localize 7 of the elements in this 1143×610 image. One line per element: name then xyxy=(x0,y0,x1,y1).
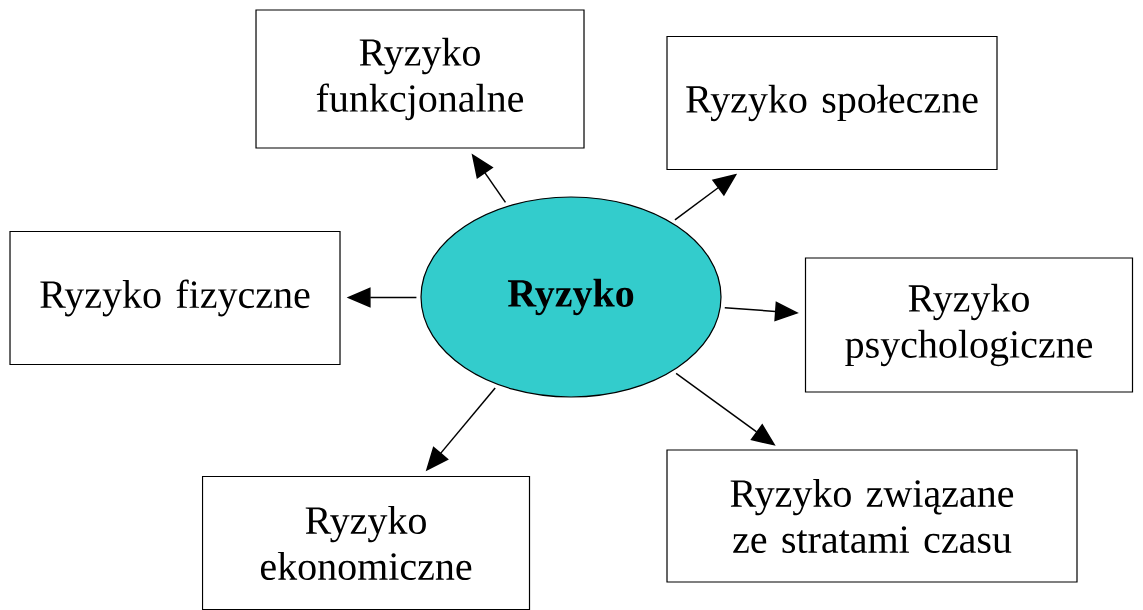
risk-box: Ryzyko ekonomiczne xyxy=(201,475,531,610)
risk-box: Ryzyko psychologiczne xyxy=(804,257,1134,393)
risk-box: Ryzyko fizyczne xyxy=(9,230,341,366)
ellipse-node: Ryzyko xyxy=(420,196,722,398)
risk-box: Ryzyko związane ze stratami czasu xyxy=(666,449,1078,583)
risk-box: Ryzyko funkcjonalne xyxy=(255,9,585,149)
risk-box: Ryzyko społeczne xyxy=(666,35,998,171)
